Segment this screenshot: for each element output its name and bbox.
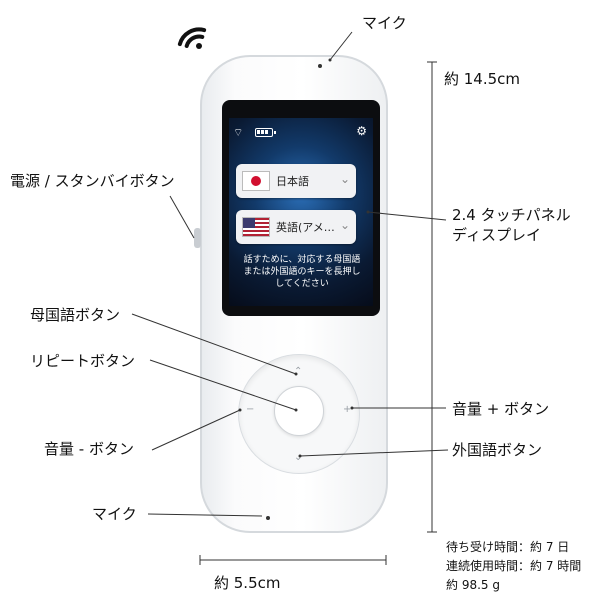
volume-down-icon: −	[246, 404, 255, 415]
wifi-icon	[177, 27, 207, 49]
continuous-use-time: 連続使用時間：約 7 時間	[446, 559, 582, 573]
native-language-select[interactable]: 日本語 ⌄	[236, 164, 356, 198]
foreign-arrow-icon: ⌄	[294, 452, 303, 463]
bottom-mic-label: マイク	[92, 505, 137, 523]
wifi-icon: ⌔	[233, 126, 244, 139]
bottom-mic-hole	[266, 516, 270, 520]
us-flag-icon	[242, 217, 270, 237]
instruction-text: 話すために、対応する母国語または外国語のキーを長押ししてください	[243, 255, 361, 289]
gear-icon[interactable]: ⚙	[356, 124, 367, 138]
repeat-button-label: リピートボタン	[30, 352, 136, 370]
chevron-down-icon: ⌄	[339, 172, 350, 186]
battery-icon	[255, 128, 276, 137]
native-language-label: 日本語	[276, 175, 309, 188]
top-mic-hole	[318, 64, 322, 68]
standby-time: 待ち受け時間：約 7 日	[446, 540, 570, 554]
power-button-label: 電源 / スタンバイボタン	[10, 172, 175, 190]
display-label-line2: ディスプレイ	[452, 226, 541, 244]
chevron-down-icon: ⌄	[339, 218, 350, 232]
repeat-button[interactable]	[274, 386, 324, 436]
foreign-language-select[interactable]: 英語(アメ… ⌄	[236, 210, 356, 244]
top-mic-label: マイク	[362, 14, 407, 32]
display-label-line1: 2.4 タッチパネル	[452, 206, 571, 224]
touch-display[interactable]: ⌔ ⚙ 日本語 ⌄ 英語(アメ… ⌄ 話すために、対応する母国語または外国語のキ…	[229, 118, 373, 306]
width-label: 約 5.5cm	[214, 574, 281, 592]
foreign-button-label: 外国語ボタン	[452, 441, 543, 459]
volume-up-icon: +	[343, 404, 352, 415]
length-label: 約 14.5cm	[444, 70, 521, 88]
weight: 約 98.5 g	[446, 578, 500, 592]
foreign-language-label: 英語(アメ…	[276, 221, 335, 234]
volume-up-label: 音量 + ボタン	[452, 400, 550, 418]
native-arrow-icon: ⌃	[294, 366, 303, 377]
volume-down-label: 音量 - ボタン	[44, 440, 134, 458]
japan-flag-icon	[242, 171, 270, 191]
power-side-button[interactable]	[194, 228, 201, 248]
status-bar: ⌔ ⚙	[229, 124, 373, 140]
native-button-label: 母国語ボタン	[30, 306, 121, 324]
